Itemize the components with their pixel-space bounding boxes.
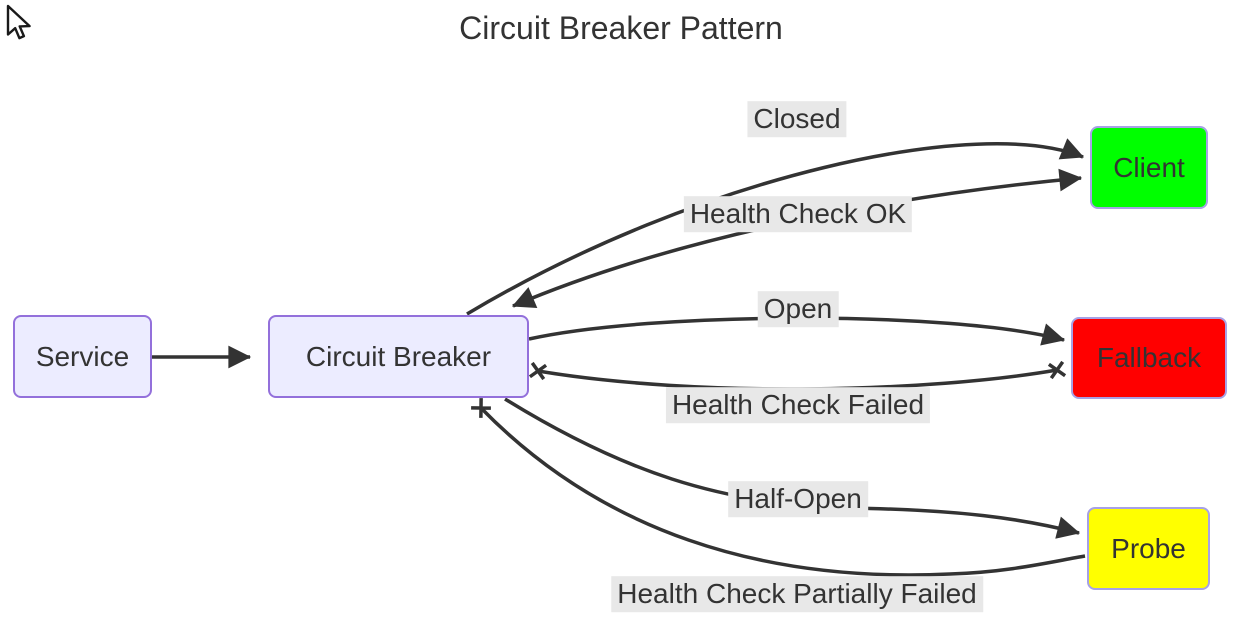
node-client-label: Client xyxy=(1113,151,1185,183)
node-circuit-breaker-label: Circuit Breaker xyxy=(305,340,492,372)
edge-health-check-partially-failed xyxy=(471,398,1086,577)
node-fallback-label: Fallback xyxy=(1096,342,1202,373)
node-circuit-breaker: Circuit Breaker xyxy=(268,315,529,398)
edge-label-health-check-failed: Health Check Failed xyxy=(665,387,931,423)
node-fallback: Fallback xyxy=(1071,317,1227,399)
node-client: Client xyxy=(1090,126,1208,209)
node-service: Service xyxy=(13,315,152,398)
node-probe: Probe xyxy=(1087,507,1210,590)
edge-label-open: Open xyxy=(757,291,839,327)
node-service-label: Service xyxy=(35,340,130,372)
edge-health-check-failed xyxy=(528,360,1067,391)
mouse-cursor-icon xyxy=(6,4,31,40)
edge-label-closed: Closed xyxy=(747,101,847,137)
edge-label-health-check-ok: Health Check OK xyxy=(683,196,913,232)
diagram-title: Circuit Breaker Pattern xyxy=(459,10,783,46)
edge-label-half-open: Half-Open xyxy=(728,481,868,517)
node-probe-label: Probe xyxy=(1111,532,1186,564)
edge-label-health-check-partially-failed: Health Check Partially Failed xyxy=(611,576,983,612)
